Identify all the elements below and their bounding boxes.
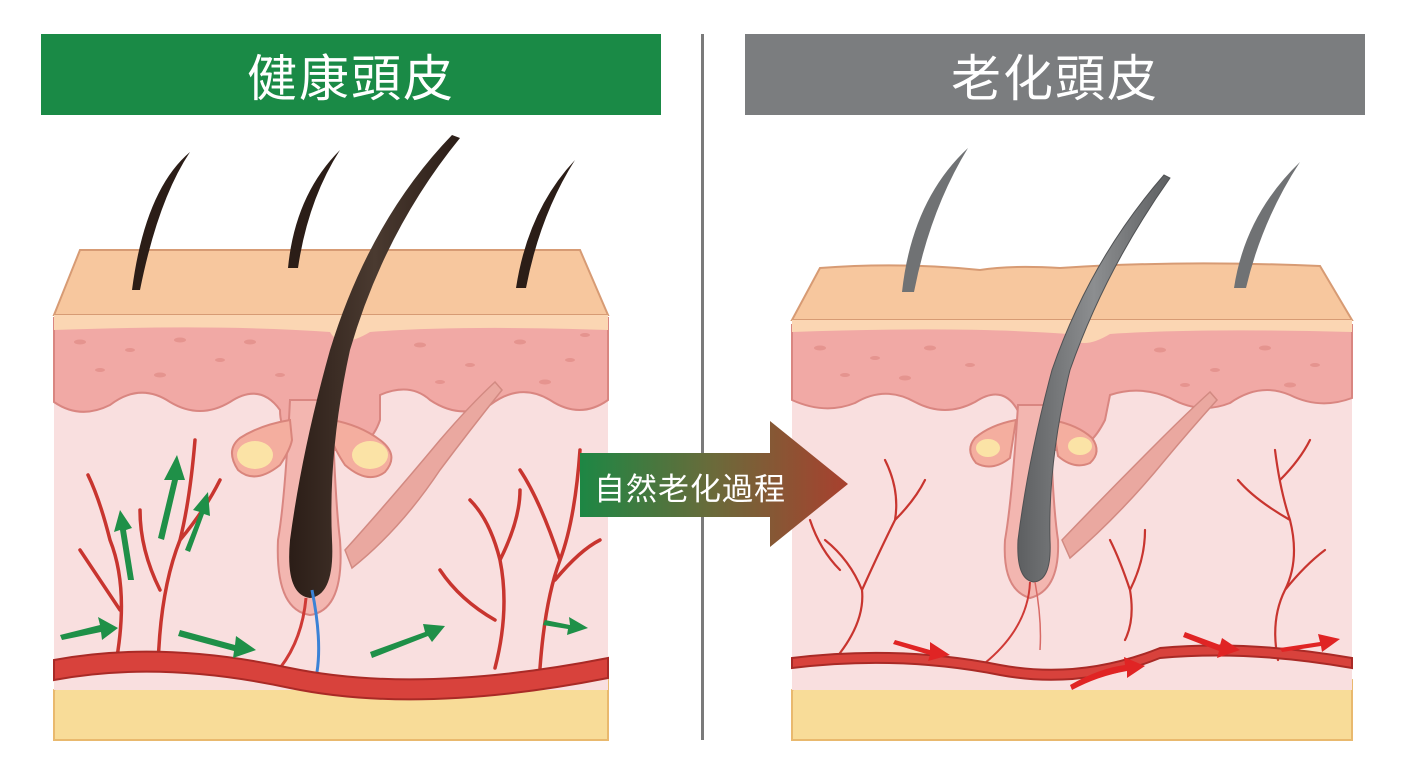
main-blood-vessel — [53, 650, 609, 701]
healthy-scalp-header: 健康頭皮 — [41, 34, 661, 115]
gray-hair-strand-icon — [1017, 174, 1171, 583]
papilla-artery — [979, 581, 1031, 668]
papilla-vessel-faded — [1034, 581, 1042, 651]
papilla-artery — [278, 597, 308, 669]
weak-flow-arrow-icon — [893, 632, 1340, 690]
dermis-texture — [74, 333, 590, 385]
blood-flow-arrow-icon — [60, 455, 588, 658]
aged-scalp-illustration — [780, 120, 1370, 750]
aged-scalp-header: 老化頭皮 — [745, 34, 1365, 115]
hair-strand-icon — [516, 160, 575, 288]
gray-hair-strand-icon — [1234, 162, 1300, 288]
arrector-muscle — [1061, 390, 1219, 560]
aging-process-arrow: 自然老化過程 — [578, 421, 850, 547]
right-arrow-icon — [580, 421, 848, 547]
hair-strand-icon — [289, 135, 460, 598]
shrunken-gland-icon — [969, 418, 1098, 468]
healthy-scalp-cross-section — [52, 135, 610, 741]
sebaceous-gland-icon — [231, 418, 393, 479]
arrector-muscle — [344, 380, 503, 570]
epidermis-surface — [790, 262, 1354, 321]
papilla-vein — [310, 589, 321, 673]
thin-blood-vessel-icon — [808, 438, 1327, 662]
gray-hair-strand-icon — [902, 148, 968, 292]
blood-vessel-icon — [78, 438, 602, 670]
hair-strand-icon — [288, 150, 340, 268]
panel-divider — [701, 34, 704, 740]
hair-strand-icon — [132, 152, 190, 290]
aged-scalp-title: 老化頭皮 — [951, 49, 1159, 108]
epidermis-edge — [54, 315, 608, 341]
dermis-texture — [814, 345, 1320, 388]
healthy-scalp-title: 健康頭皮 — [247, 49, 455, 108]
aging-process-label: 自然老化過程 — [594, 471, 786, 508]
aged-scalp-cross-section — [790, 148, 1354, 741]
healthy-scalp-illustration — [40, 120, 620, 750]
thin-main-blood-vessel — [791, 644, 1353, 681]
